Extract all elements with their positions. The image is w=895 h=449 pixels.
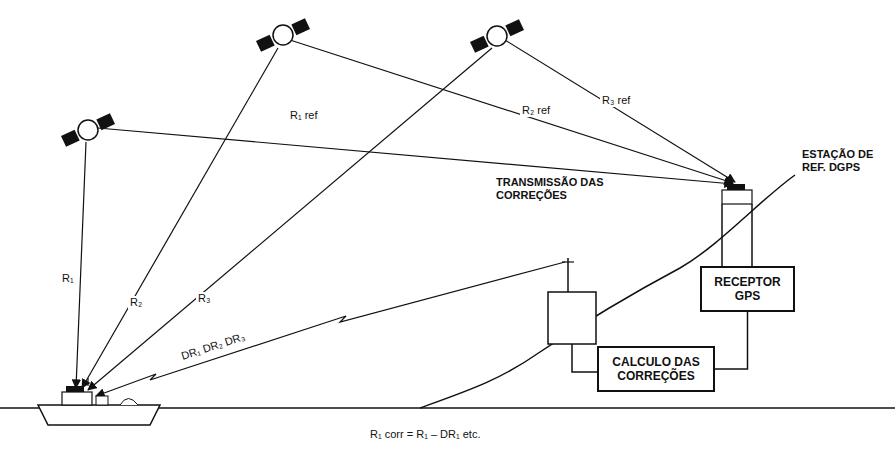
range-label: R₂ ref [520,104,552,117]
connector-wire [715,312,748,369]
range-label: R₁ [60,272,76,285]
process-box: CALCULO DAS CORREÇÕES [597,346,715,392]
range-label: TRANSMISSÃO DAS CORREÇÕES [494,176,608,202]
range-label: ESTAÇÃO DE REF. DGPS [800,148,894,174]
box-text: RECEPTOR GPS [708,275,787,304]
range-label: R₃ [196,292,212,305]
caption: R₁ corr = R₁ – DR₁ etc. [368,428,482,441]
range-label: DR₁ DR₂ DR₃ [178,329,249,363]
process-box: RECEPTOR GPS [700,266,795,312]
box-text: CALCULO DAS CORREÇÕES [605,355,707,384]
range-label: R₃ ref [600,94,632,107]
range-label: R₁ ref [288,109,320,122]
range-label: R₂ [128,296,144,309]
